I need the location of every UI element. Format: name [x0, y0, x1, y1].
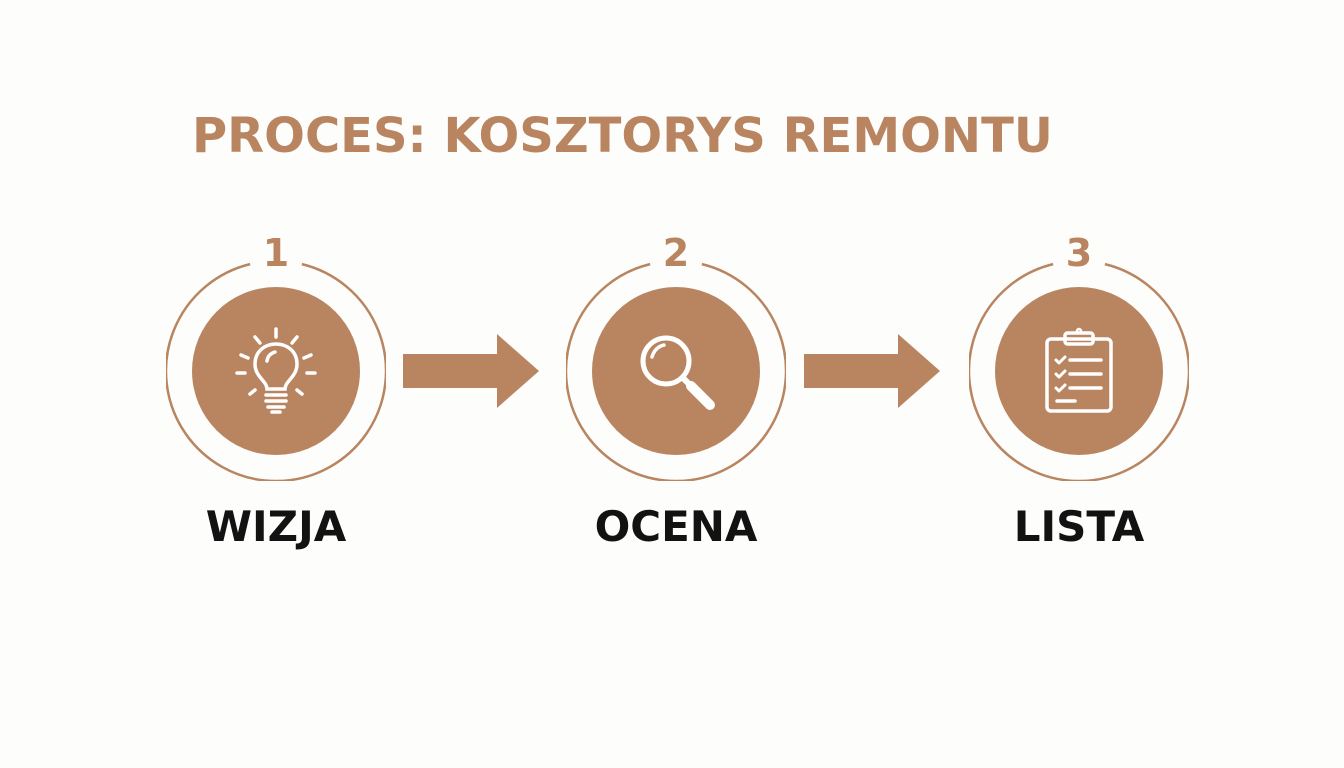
step-disc — [192, 287, 360, 455]
step-number: 2 — [662, 231, 690, 275]
process-step-2: 2 OCENA — [546, 225, 806, 565]
magnifier-icon — [632, 327, 720, 415]
step-label: LISTA — [1013, 502, 1145, 551]
diagram-title: PROCES: KOSZTORYS REMONTU — [192, 108, 1053, 164]
step-disc — [995, 287, 1163, 455]
step-ring — [566, 261, 786, 481]
process-step-1: 1 — [146, 225, 406, 565]
step-label: WIZJA — [205, 502, 347, 551]
clipboard-checklist-icon — [1035, 327, 1123, 415]
step-number: 3 — [1065, 231, 1093, 275]
step-disc — [592, 287, 760, 455]
step-ring — [166, 261, 386, 481]
lightbulb-icon — [232, 327, 320, 415]
process-step-3: 3 LISTA — [949, 225, 1209, 565]
step-number: 1 — [262, 231, 290, 275]
step-label: OCENA — [594, 502, 758, 551]
arrow-right-icon — [802, 332, 942, 410]
step-ring — [969, 261, 1189, 481]
arrow-right-icon — [401, 332, 541, 410]
